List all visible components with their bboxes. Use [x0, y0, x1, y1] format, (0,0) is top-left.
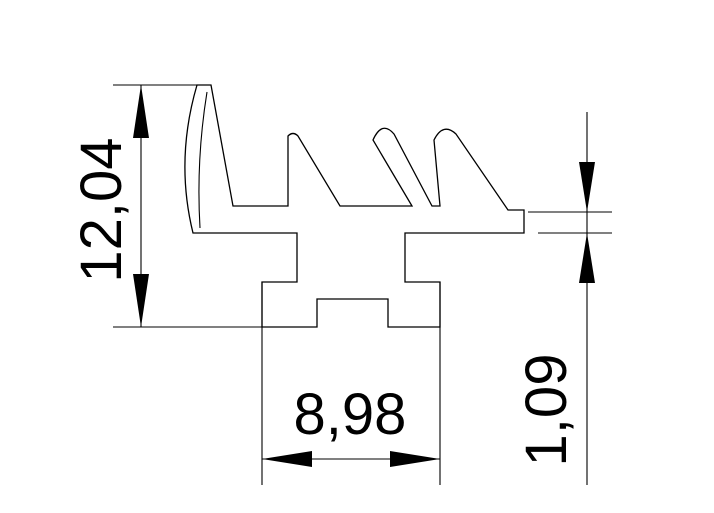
arrowhead-down-to-lip	[579, 162, 595, 212]
width-dimension-label: 8,98	[294, 382, 407, 447]
arrowhead-down	[133, 274, 149, 327]
arrowhead-up	[133, 85, 149, 138]
arrowhead-up-to-lip	[579, 233, 595, 283]
lip-inner-contour	[198, 91, 208, 229]
width-dimension: 8,98	[261, 282, 441, 485]
thickness-dimension-label: 1,09	[514, 354, 579, 467]
profile-body	[184, 84, 525, 328]
height-dimension: 12,04	[69, 84, 262, 328]
thickness-dimension: 1,09	[514, 112, 612, 485]
arrowhead-right	[390, 451, 440, 467]
arrowhead-left	[262, 451, 312, 467]
seal-profile-outline	[184, 84, 525, 328]
height-dimension-label: 12,04	[69, 137, 134, 282]
